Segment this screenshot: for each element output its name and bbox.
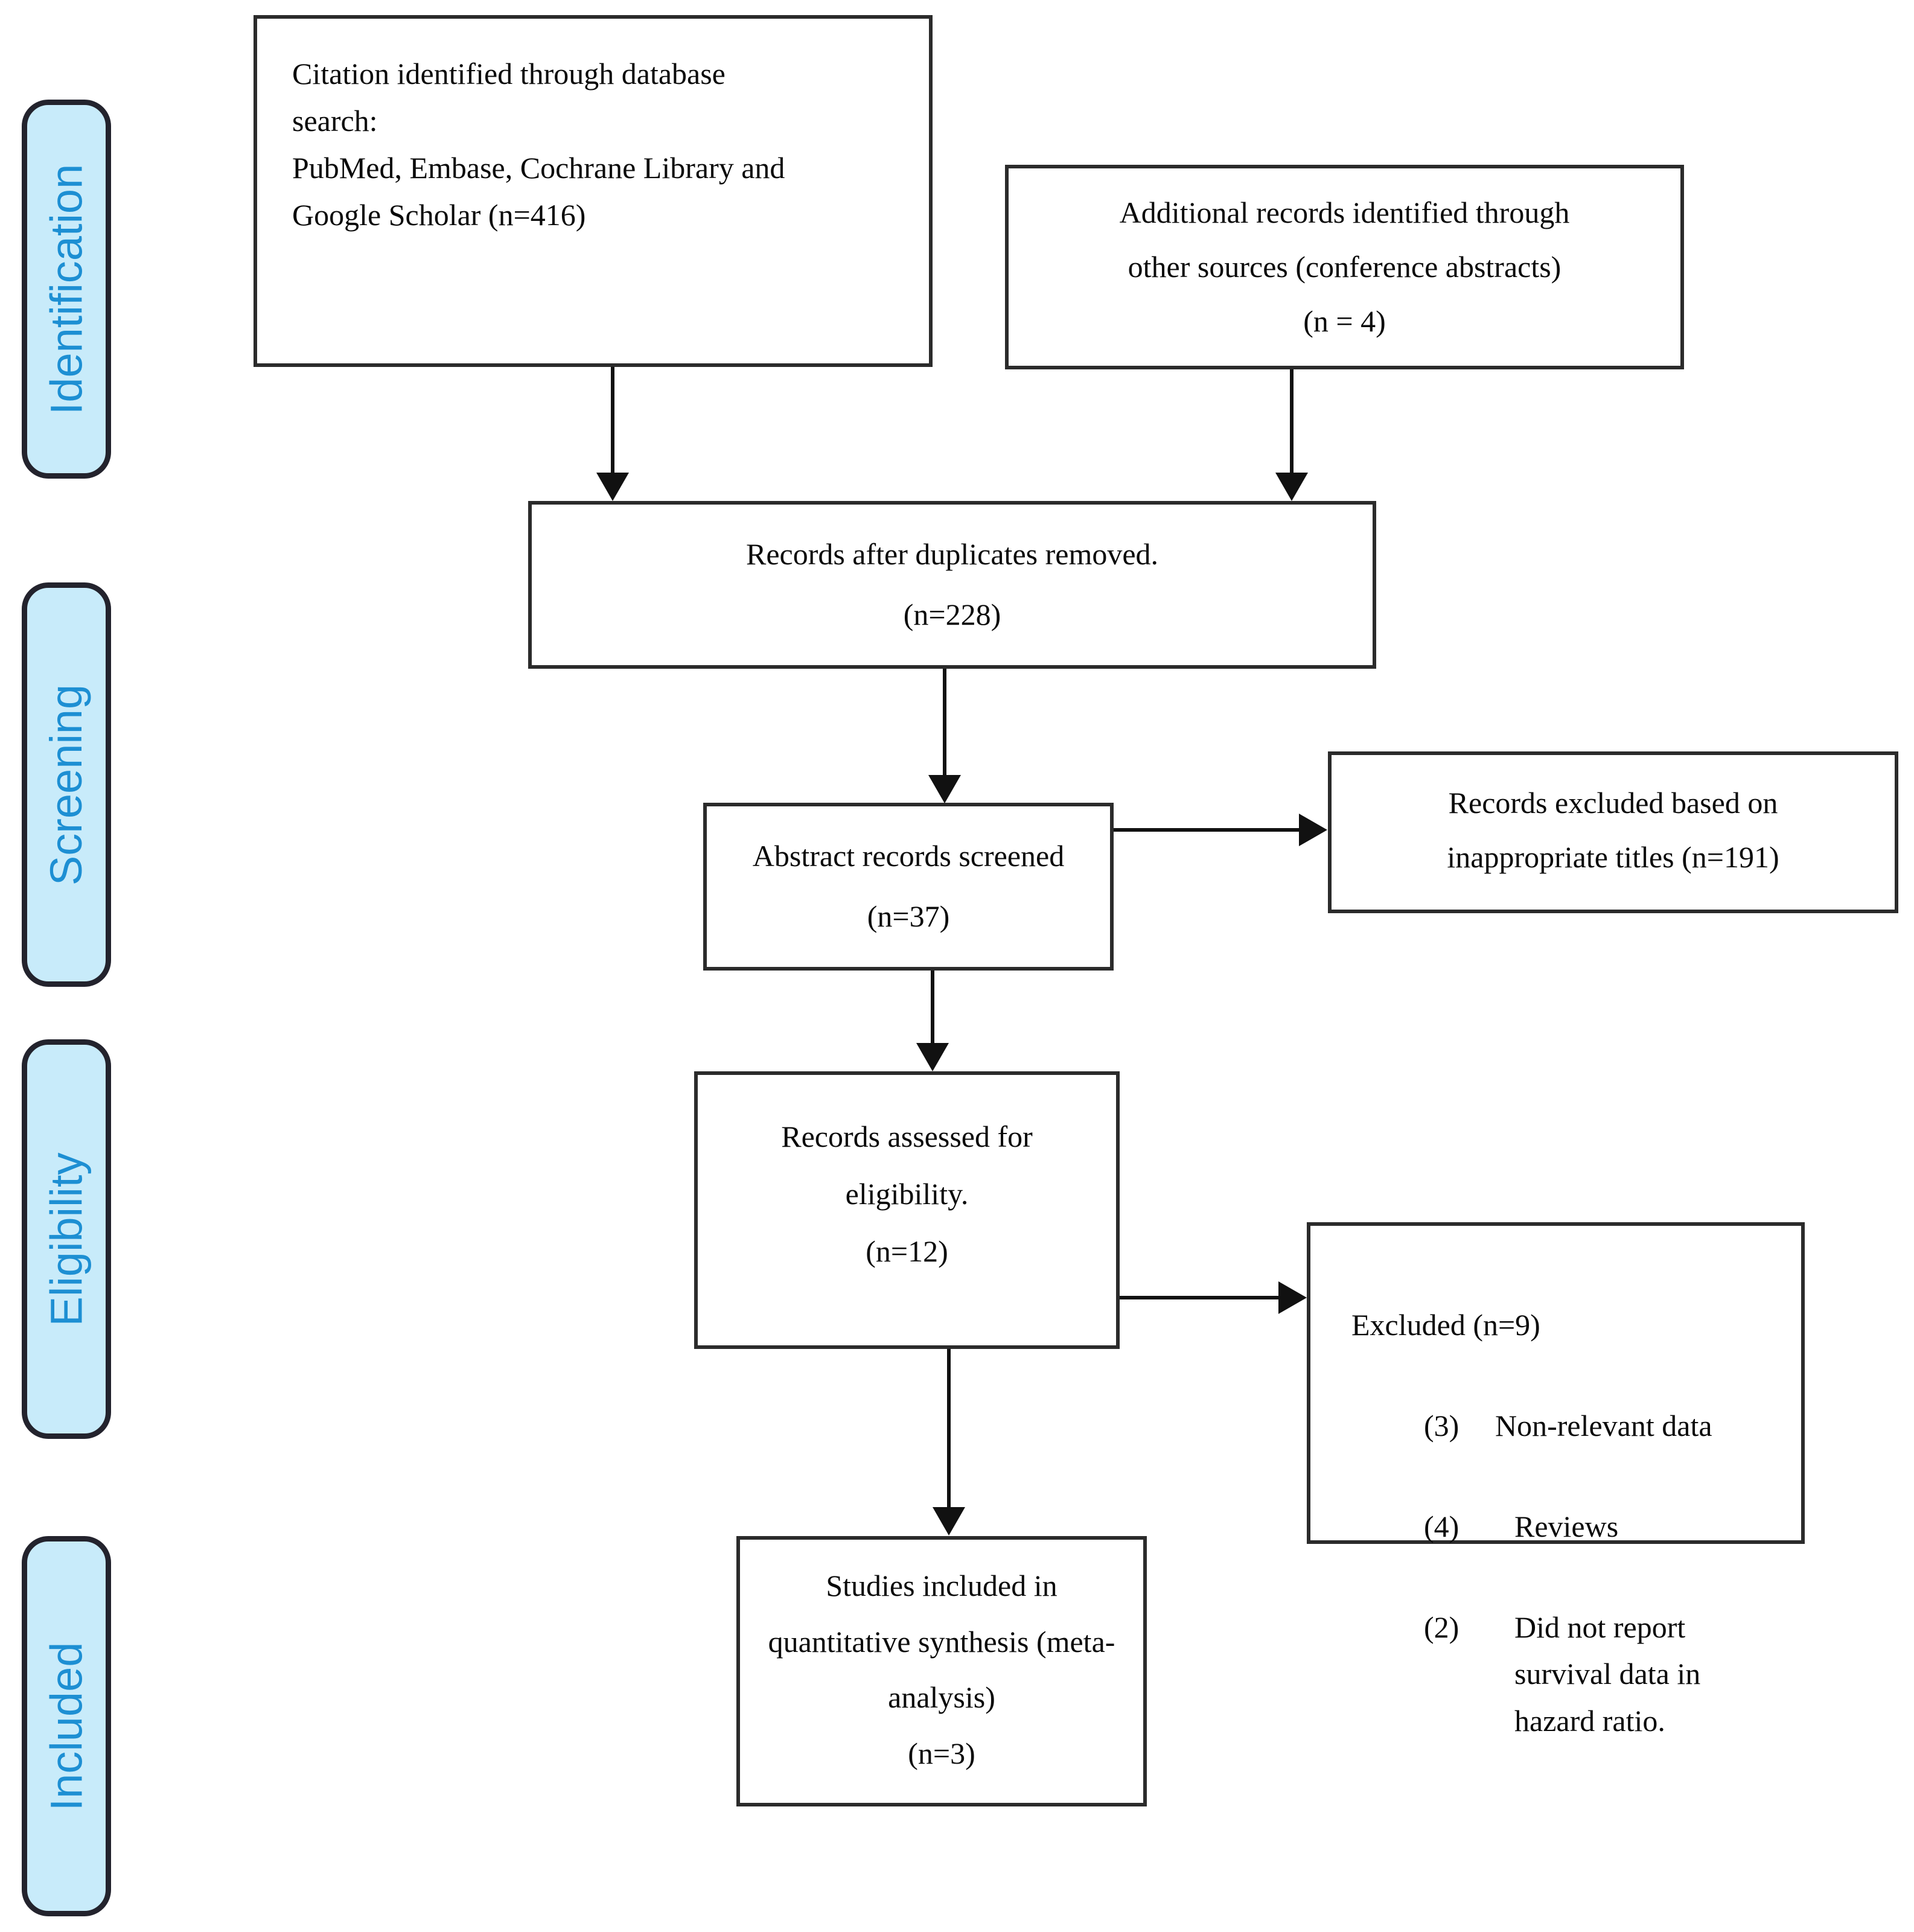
excluded-item: (3) Non-relevant data: [1424, 1403, 1789, 1450]
arrow-stem: [1120, 1296, 1279, 1299]
box-additional-records: Additional records identified through ot…: [1005, 165, 1684, 369]
stage-label-identification: Identification: [41, 164, 92, 415]
stage-tab-included: Included: [22, 1536, 111, 1916]
arrow-stem: [931, 971, 934, 1044]
box-abstract-records-screened: Abstract records screened (n=37): [703, 803, 1114, 971]
excluded-item-text: Did not report survival data in hazard r…: [1514, 1610, 1701, 1738]
stage-tab-identification: Identification: [22, 100, 111, 479]
box-studies-included: Studies included in quantitative synthes…: [736, 1536, 1147, 1806]
box-excluded-reasons: Excluded (n=9) (3) Non-relevant data (4)…: [1307, 1222, 1805, 1738]
arrow-stem: [611, 367, 614, 473]
stage-label-eligibility: Eligibility: [41, 1152, 92, 1326]
arrowhead-down-icon: [596, 473, 629, 501]
excluded-item-number: (4): [1424, 1509, 1459, 1543]
excluded-item-number: (2): [1424, 1610, 1459, 1644]
arrowhead-down-icon: [1275, 473, 1308, 501]
arrow-stem: [947, 1349, 951, 1508]
stage-tab-eligibility: Eligibility: [22, 1039, 111, 1439]
stage-label-screening: Screening: [41, 684, 92, 885]
arrowhead-right-icon: [1299, 814, 1327, 846]
excluded-item-number: (3): [1424, 1408, 1459, 1443]
excluded-item-text: Reviews: [1514, 1509, 1619, 1543]
arrowhead-down-icon: [933, 1507, 965, 1535]
box-records-after-duplicates: Records after duplicates removed. (n=228…: [528, 501, 1376, 669]
box-citation-database-search: Citation identified through database sea…: [254, 15, 933, 367]
stage-label-included: Included: [41, 1642, 92, 1811]
stage-tab-screening: Screening: [22, 582, 111, 987]
arrowhead-down-icon: [928, 775, 961, 803]
arrow-stem: [943, 669, 946, 776]
excluded-item: (4) Reviews: [1424, 1503, 1789, 1551]
excluded-item-text: Non-relevant data: [1495, 1408, 1712, 1443]
box-records-assessed-eligibility: Records assessed for eligibility. (n=12): [694, 1071, 1120, 1349]
arrowhead-right-icon: [1278, 1281, 1307, 1314]
excluded-title: Excluded (n=9): [1351, 1307, 1540, 1342]
arrowhead-down-icon: [916, 1043, 949, 1071]
arrow-stem: [1114, 828, 1300, 832]
excluded-item: (2) Did not report survival data in haza…: [1424, 1604, 1789, 1745]
arrow-stem: [1290, 369, 1294, 473]
box-records-excluded-titles: Records excluded based on inappropriate …: [1328, 751, 1898, 913]
